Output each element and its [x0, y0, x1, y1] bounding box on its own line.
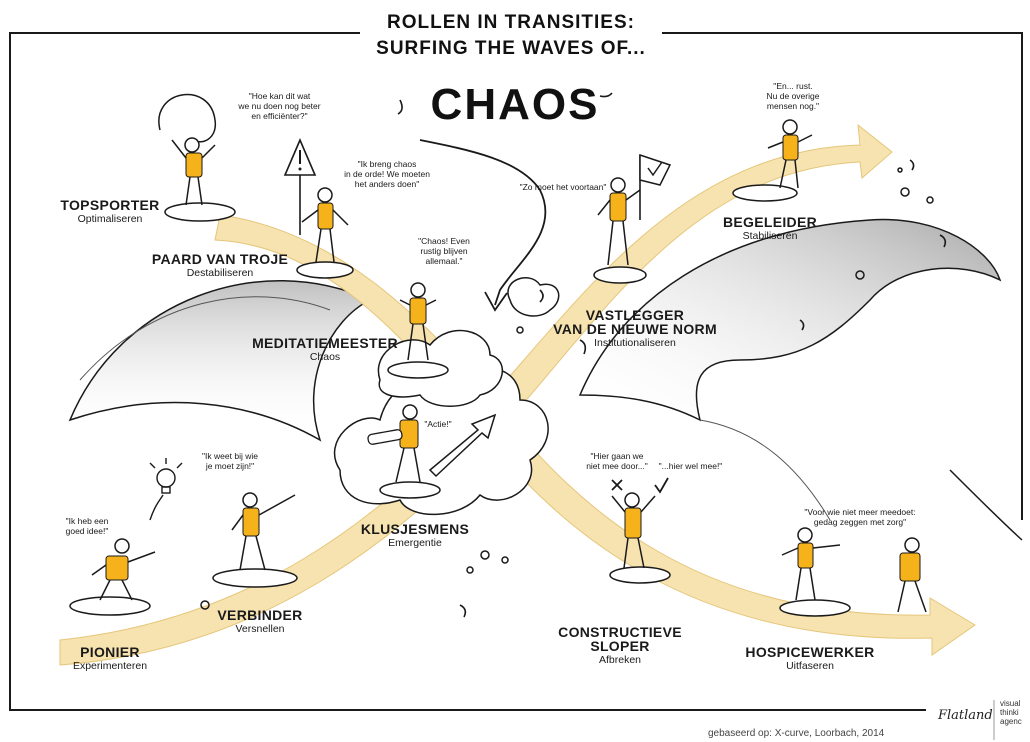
warning-sign-icon — [283, 137, 317, 235]
role-name: HOSPICEWERKER — [745, 644, 875, 660]
role-sub: Afbreken — [598, 654, 642, 667]
role-sub: Experimenteren — [72, 659, 148, 672]
left-wave — [68, 280, 372, 442]
role-sub: Optimaliseren — [77, 212, 143, 225]
surfer-topsporter — [164, 137, 236, 222]
role-name: VERBINDER — [217, 607, 303, 623]
checkmark-flag-icon — [639, 153, 672, 220]
surfer-constructieve-sloper — [609, 492, 671, 584]
role-klusjesmens: KLUSJESMENS Emergentie — [350, 522, 480, 549]
flatland-logo: Flatland — [938, 708, 993, 723]
quote-begeleider: "En... rust. Nu de overige mensen nog." — [766, 81, 820, 111]
chaos-swirl-arrowhead — [484, 291, 508, 312]
quote-sloper-ja: "...hier wel mee!" — [658, 461, 723, 471]
quote-klusjesmens: "Actie!" — [424, 419, 452, 429]
role-sub: Chaos — [309, 350, 341, 363]
role-name: PIONIER — [80, 644, 140, 660]
role-paard-van-troje: PAARD VAN TROJE Destabiliseren — [140, 252, 300, 279]
title-main: CHAOS — [430, 80, 600, 129]
surfer-klusjesmens — [367, 404, 441, 499]
role-verbinder: VERBINDER Versnellen — [200, 608, 320, 635]
role-pionier: PIONIER Experimenteren — [50, 645, 170, 672]
frame — [9, 32, 1023, 711]
quote-topsporter: "Hoe kan dit wat we nu doen nog beter en… — [238, 91, 321, 121]
role-name: TOPSPORTER — [60, 197, 160, 213]
role-sub: Versnellen — [235, 622, 285, 635]
quote-vastlegger: "Zo moet het voortaan" — [519, 182, 607, 192]
surfer-paard-van-troje — [296, 187, 354, 279]
surfer-hospicewerker — [779, 527, 927, 617]
surfer-vastlegger — [593, 177, 647, 284]
role-name: VASTLEGGER VAN DE NIEUWE NORM — [553, 306, 717, 338]
quote-pionier: "Ik heb een goed idee!" — [65, 516, 109, 536]
role-topsporter: TOPSPORTER Optimaliseren — [40, 198, 180, 225]
role-sub: Destabiliseren — [186, 266, 254, 279]
surfer-pionier — [69, 538, 156, 616]
role-name: MEDITATIEMEESTER — [252, 335, 398, 351]
title-line-1: ROLLEN IN TRANSITIES: — [387, 12, 635, 33]
role-vastlegger: VASTLEGGER VAN DE NIEUWE NORM Institutio… — [540, 293, 730, 364]
surfer-verbinder — [212, 492, 298, 588]
check-icon — [654, 477, 669, 494]
quote-sloper-nee: "Hier gaan we niet mee door..." — [586, 451, 648, 471]
action-arrow — [428, 413, 497, 478]
role-constructieve-sloper: CONSTRUCTIEVE SLOPER Afbreken — [540, 610, 700, 681]
role-sub: Institutionaliseren — [594, 337, 676, 350]
lightbulb-icon — [149, 458, 183, 521]
role-name: KLUSJESMENS — [360, 521, 470, 537]
chaos-swirl-arrow — [419, 139, 547, 306]
title-line-2: SURFING THE WAVES OF... — [376, 38, 646, 59]
surfer-meditatiemeester — [387, 282, 449, 379]
role-sub: Uitfaseren — [786, 659, 834, 672]
role-name: PAARD VAN TROJE — [151, 251, 289, 267]
surfer-begeleider — [732, 119, 813, 202]
role-meditatiemeester: MEDITATIEMEESTER Chaos — [240, 336, 410, 363]
quote-verbinder: "Ik weet bij wie je moet zijn!" — [202, 451, 258, 471]
source-credit: gebaseerd op: X-curve, Loorbach, 2014 — [708, 728, 885, 739]
role-sub: Stabiliseren — [742, 229, 798, 242]
splash-circles — [200, 167, 934, 610]
role-name: BEGELEIDER — [722, 214, 817, 230]
right-wave — [578, 218, 1023, 541]
cross-icon — [611, 479, 623, 491]
quote-hospicewerker: "Voor wie niet meer meedoet: gedag zegge… — [804, 507, 916, 527]
logo-tagline: visual thinki agenc — [1000, 699, 1022, 726]
role-name: CONSTRUCTIEVE SLOPER — [558, 623, 682, 655]
role-sub: Emergentie — [388, 536, 442, 549]
role-begeleider: BEGELEIDER Stabiliseren — [710, 215, 830, 242]
quote-meditatiemeester: "Chaos! Even rustig blijven allemaal." — [418, 236, 470, 266]
quote-paard-van-troje: "Ik breng chaos in de orde! We moeten he… — [344, 159, 430, 189]
role-hospicewerker: HOSPICEWERKER Uitfaseren — [740, 645, 880, 672]
loop-arrow — [158, 93, 216, 143]
